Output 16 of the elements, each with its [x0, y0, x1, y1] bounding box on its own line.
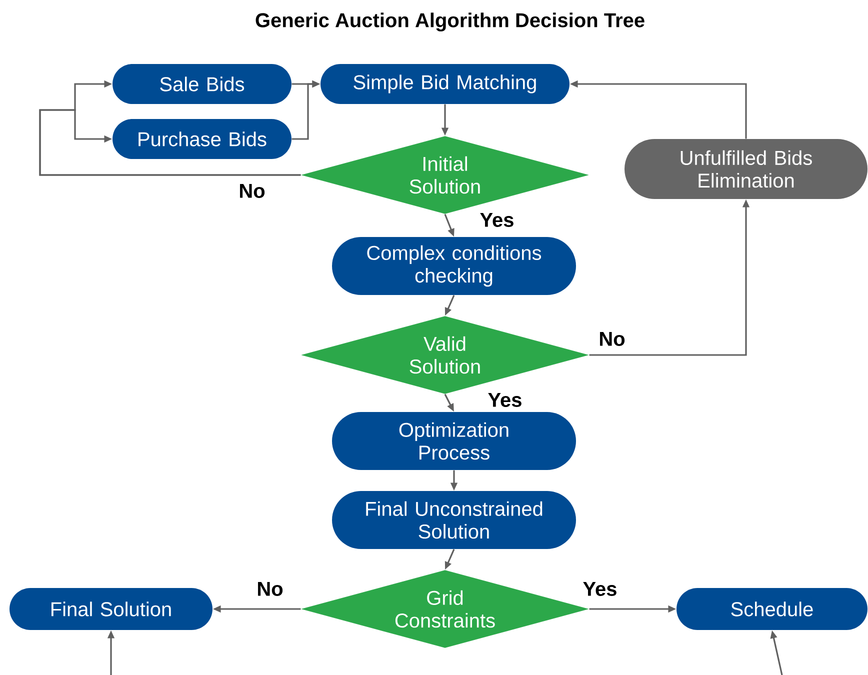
edge-label: No [597, 330, 627, 348]
process-box: Final Solution [10, 588, 212, 630]
process-box: Optimization Process [332, 412, 576, 470]
process-box: Complex conditions checking [332, 237, 576, 295]
edge-label: Yes [478, 212, 516, 228]
arrow [39, 109, 301, 176]
edge-label: No [237, 182, 267, 200]
edge-label: No [255, 580, 285, 598]
process-box: Schedule [676, 588, 868, 630]
edge-label: Yes [486, 392, 524, 408]
process-box: Sale Bids [112, 64, 292, 104]
title: Generic Auction Algorithm Decision Tree [256, 12, 644, 32]
process-box: Simple Bid Matching [320, 64, 570, 104]
process-box: Unfulfilled Bids Elimination [624, 139, 868, 199]
process-box: Purchase Bids [112, 119, 292, 159]
process-box: Final Unconstrained Solution [332, 491, 576, 549]
